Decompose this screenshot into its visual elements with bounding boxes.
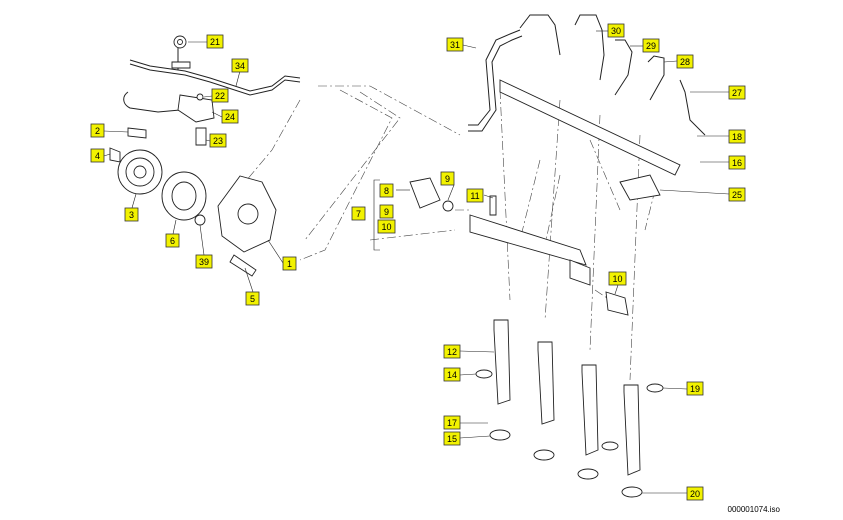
callout-20: 20 <box>686 486 704 501</box>
callout-17: 17 <box>443 415 461 430</box>
svg-text:34: 34 <box>235 61 245 71</box>
svg-text:28: 28 <box>680 57 690 67</box>
svg-text:39: 39 <box>199 257 209 267</box>
callout-12: 12 <box>443 344 461 359</box>
svg-text:27: 27 <box>732 88 742 98</box>
figure-code: 000001074.iso <box>728 505 781 514</box>
svg-text:12: 12 <box>447 347 457 357</box>
guide-lines <box>229 85 656 381</box>
svg-text:17: 17 <box>447 418 457 428</box>
callout-23: 23 <box>209 133 227 148</box>
callout-10-right: 10 <box>608 271 627 286</box>
svg-text:4: 4 <box>95 151 100 161</box>
callout-16: 16 <box>728 155 746 170</box>
svg-text:10: 10 <box>612 274 622 284</box>
svg-text:8: 8 <box>384 186 389 196</box>
callout-6: 6 <box>165 233 180 248</box>
svg-text:31: 31 <box>450 40 460 50</box>
callout-8: 8 <box>379 183 394 198</box>
svg-text:11: 11 <box>470 191 479 201</box>
callout-21: 21 <box>206 34 224 49</box>
svg-text:30: 30 <box>611 26 621 36</box>
callout-31: 31 <box>446 37 464 52</box>
svg-text:14: 14 <box>447 370 457 380</box>
svg-text:6: 6 <box>170 236 175 246</box>
callout-18: 18 <box>728 129 746 144</box>
callout-4: 4 <box>90 148 105 163</box>
svg-text:3: 3 <box>129 210 134 220</box>
callout-30: 30 <box>607 23 625 38</box>
svg-text:22: 22 <box>215 91 225 101</box>
callout-1: 1 <box>282 256 297 271</box>
svg-text:2: 2 <box>95 126 100 136</box>
svg-text:19: 19 <box>690 384 700 394</box>
svg-text:23: 23 <box>213 136 223 146</box>
svg-text:7: 7 <box>356 209 361 219</box>
pump-assembly <box>109 127 277 277</box>
callout-27: 27 <box>728 85 746 100</box>
svg-text:5: 5 <box>250 294 255 304</box>
svg-text:29: 29 <box>646 41 656 51</box>
callout-25: 25 <box>728 187 746 202</box>
callout-10-left: 10 <box>377 219 396 234</box>
callout-28: 28 <box>676 54 694 69</box>
callout-15: 15 <box>443 431 461 446</box>
callout-9-top: 9 <box>440 171 455 186</box>
svg-text:18: 18 <box>732 132 742 142</box>
callout-22: 22 <box>211 88 229 103</box>
svg-text:21: 21 <box>210 37 220 47</box>
callout-39: 39 <box>195 254 213 269</box>
callout-5: 5 <box>245 291 260 306</box>
callout-9: 9 <box>379 204 394 219</box>
callout-bracket <box>373 179 380 251</box>
callout-7: 7 <box>351 206 366 221</box>
leader-lines <box>103 30 730 494</box>
svg-text:24: 24 <box>225 112 235 122</box>
svg-text:9: 9 <box>384 207 389 217</box>
pipes <box>123 14 706 136</box>
svg-text:20: 20 <box>690 489 700 499</box>
svg-text:15: 15 <box>447 434 457 444</box>
injectors <box>475 319 664 498</box>
svg-text:25: 25 <box>732 190 742 200</box>
callout-14: 14 <box>443 367 461 382</box>
svg-text:1: 1 <box>287 259 292 269</box>
callout-2: 2 <box>90 123 105 138</box>
callout-34: 34 <box>231 58 249 73</box>
callout-labels: 21 34 22 24 23 2 4 3 6 39 5 1 8 9 7 9 10… <box>90 23 746 501</box>
callout-11: 11 <box>466 188 484 203</box>
callout-24: 24 <box>221 109 239 124</box>
svg-text:9: 9 <box>445 174 450 184</box>
bracket-parts <box>171 35 215 146</box>
svg-text:10: 10 <box>381 222 391 232</box>
svg-text:16: 16 <box>732 158 742 168</box>
callout-29: 29 <box>642 38 660 53</box>
callout-3: 3 <box>124 207 139 222</box>
callout-19: 19 <box>686 381 704 396</box>
rail-assembly <box>409 79 681 316</box>
